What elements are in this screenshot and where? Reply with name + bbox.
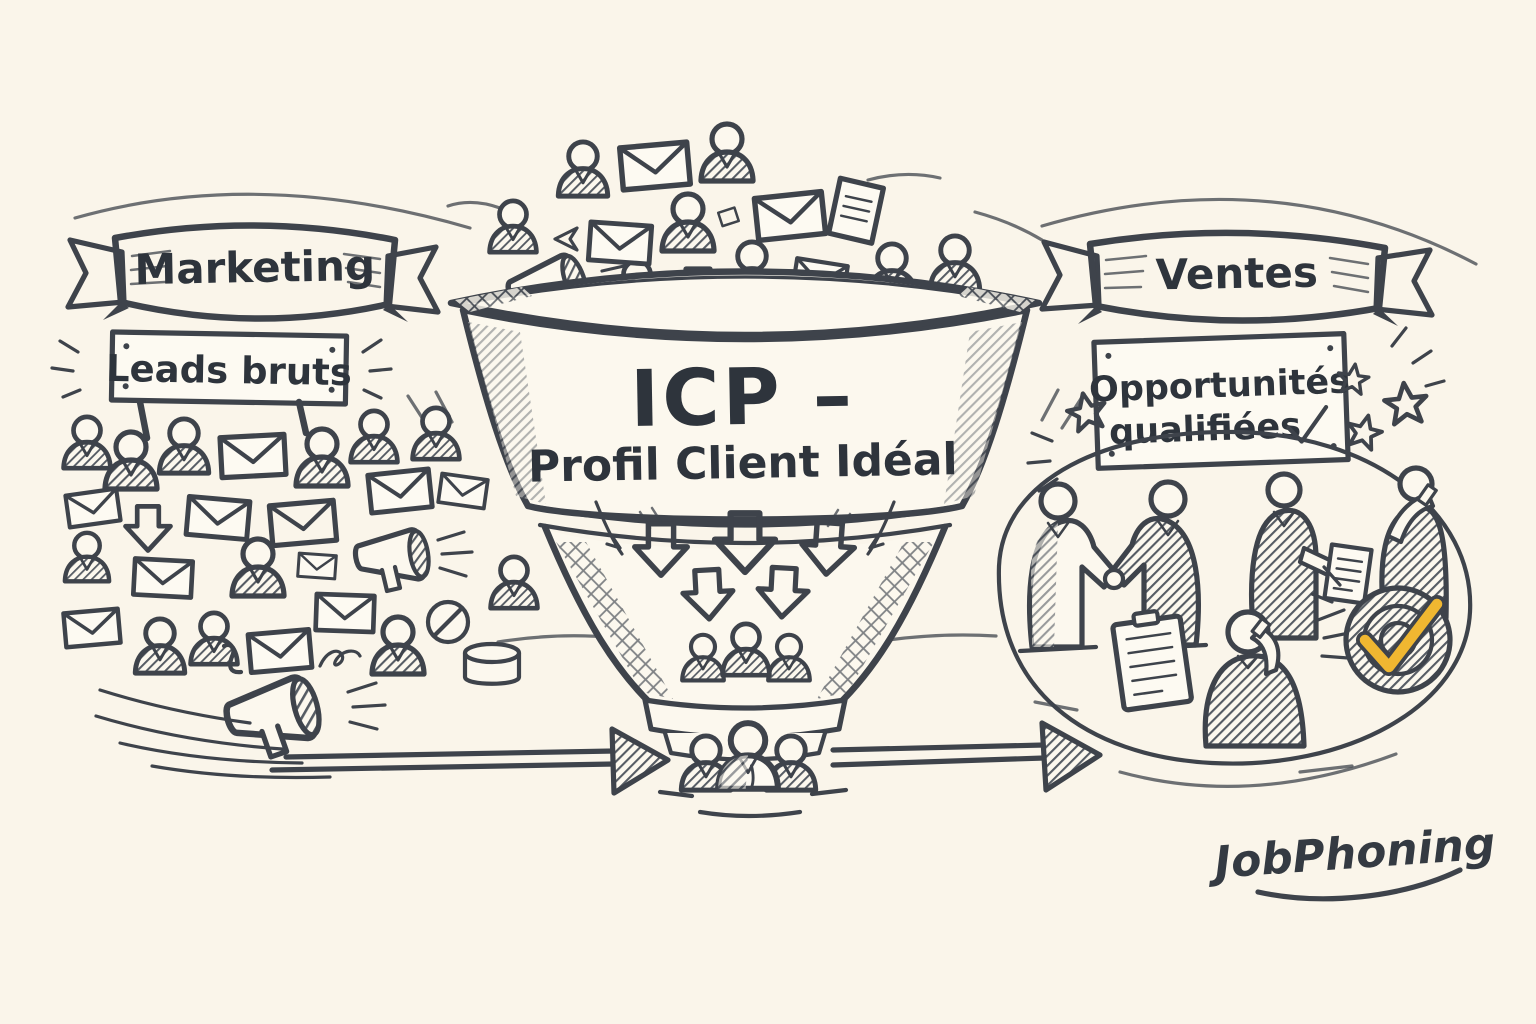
- ventes-banner: Ventes: [1039, 229, 1435, 326]
- phone-icon: [1416, 483, 1438, 507]
- ribbon-fold-left: [103, 302, 129, 320]
- envelope-icon: [368, 469, 432, 513]
- funnel-title: ICP –: [629, 351, 855, 445]
- envelope-icon: [133, 559, 192, 598]
- sales-section: Ventes Opportunités qualifiées: [996, 229, 1473, 788]
- yellow-envelope-icon: [266, 497, 340, 549]
- ventes-banner-label: Ventes: [1155, 248, 1318, 300]
- marketing-banner-label: Marketing: [134, 241, 375, 294]
- opportunities-line2: qualifiées: [1108, 406, 1301, 453]
- scene-oval: [996, 429, 1473, 766]
- ground-lines: [1033, 700, 1354, 774]
- person-icon: [715, 720, 781, 792]
- leads-sign-label: Leads bruts: [106, 347, 353, 394]
- flow-arrows: [269, 720, 1103, 796]
- right-arrow-head: [1039, 720, 1103, 793]
- funnel-arrows: [594, 500, 896, 620]
- opportunities-line1: Opportunités: [1088, 361, 1350, 410]
- sound-lines: [436, 530, 474, 578]
- envelope-icon: [186, 496, 250, 539]
- clipboard-icon: [1111, 608, 1191, 711]
- envelope-icon: [65, 489, 120, 528]
- ribbon-band: [1086, 229, 1389, 324]
- ground-lines: [657, 787, 849, 819]
- envelope-icon: [248, 629, 312, 672]
- database-icon: [465, 644, 519, 684]
- handshake-hands: [1102, 567, 1126, 591]
- envelope-icon: [316, 594, 375, 632]
- brand-underline: [1255, 867, 1463, 902]
- marketing-section: Marketing Leads bruts: [50, 222, 537, 780]
- ribbon-tail-right: [1373, 247, 1435, 318]
- envelope-icon: [436, 471, 490, 511]
- sign-rays: [50, 338, 393, 400]
- note-icon: [716, 206, 740, 228]
- envelope-icon: [63, 609, 120, 648]
- handshake-people: [1017, 479, 1209, 654]
- document-icon: [828, 178, 884, 244]
- output-group: [657, 720, 849, 819]
- ribbon-tail-left: [1039, 239, 1102, 312]
- funnel-body: ICP – Profil Client Idéal: [447, 268, 1043, 710]
- envelope-icon: [220, 434, 286, 477]
- leads-sign: Leads bruts: [50, 329, 393, 442]
- left-arrow-shaft: [269, 748, 617, 773]
- funnel-subtitle: Profil Client Idéal: [528, 434, 958, 492]
- left-arrow-head: [609, 726, 671, 796]
- radiating-lines: [94, 688, 332, 780]
- target-icon: [1343, 585, 1453, 695]
- envelope-icon: [296, 551, 338, 581]
- raw-leads-cluster: [63, 408, 537, 780]
- envelope-icon: [620, 142, 691, 190]
- ribbon-fold-left: [1078, 306, 1102, 324]
- envelope-icon: [754, 192, 825, 241]
- sign-rays: [1026, 326, 1446, 493]
- sound-lines: [346, 681, 387, 731]
- ribbon-fold-right: [383, 304, 408, 322]
- sign-posts: [136, 398, 310, 442]
- right-arrow-shaft: [830, 742, 1047, 768]
- person-on-phone-seated: [1202, 609, 1307, 749]
- sign-board: [108, 329, 350, 407]
- phone-icon: [1250, 617, 1272, 639]
- prohibited-icon: [428, 602, 468, 642]
- marketing-banner: Marketing: [65, 222, 441, 322]
- envelope-icon: [588, 222, 651, 264]
- funnel-rim: [447, 268, 1043, 339]
- funnel-section: ICP – Profil Client Idéal: [447, 124, 1043, 819]
- person-with-document: [1249, 471, 1374, 641]
- sales-scene: [996, 429, 1473, 788]
- ribbon-tail-left: [65, 237, 127, 310]
- ribbon-fold-right: [1373, 308, 1398, 326]
